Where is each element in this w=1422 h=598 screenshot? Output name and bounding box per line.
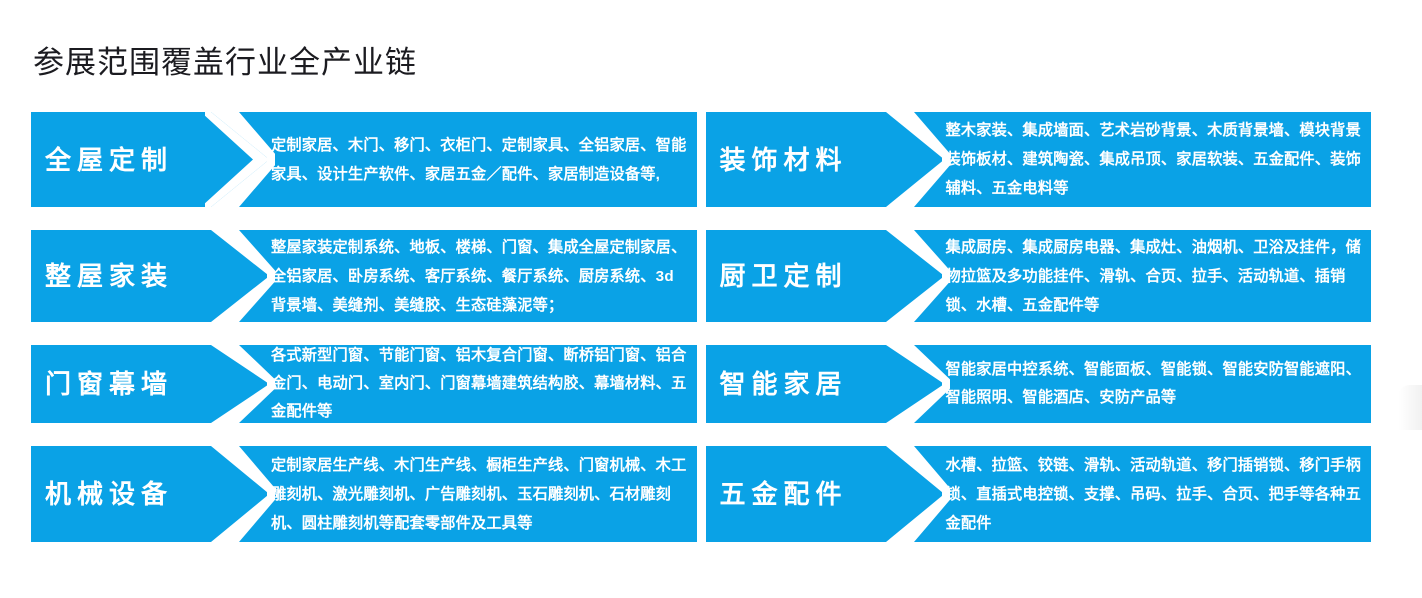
category-row: 全屋定制 定制家居、木门、移门、衣柜门、定制家具、全铝家居、智能家具、设计生产软… — [31, 112, 1371, 207]
category-label: 全屋定制 — [45, 144, 174, 175]
category-row: 机械设备 定制家居生产线、木门生产线、橱柜生产线、门窗机械、木工雕刻机、激光雕刻… — [31, 446, 1371, 542]
chevron-right-icon — [885, 345, 950, 423]
page-title: 参展范围覆盖行业全产业链 — [33, 44, 417, 80]
chevron-right-icon — [211, 345, 275, 423]
category-label: 厨卫定制 — [719, 261, 848, 291]
category-card-zhengwujiazhuang[interactable]: 整屋家装 整屋家装定制系统、地板、楼梯、门窗、集成全屋定制家居、全铝家居、卧房系… — [31, 230, 697, 322]
chevron-right-icon — [885, 112, 950, 207]
category-card-jixieshebei[interactable]: 机械设备 定制家居生产线、木门生产线、橱柜生产线、门窗机械、木工雕刻机、激光雕刻… — [31, 446, 697, 542]
page-edge-shadow — [1398, 385, 1422, 430]
category-card-quanwudingzhi[interactable]: 全屋定制 定制家居、木门、移门、衣柜门、定制家具、全铝家居、智能家具、设计生产软… — [31, 112, 697, 207]
category-items: 集成厨房、集成厨房电器、集成灶、油烟机、卫浴及挂件，储物拉篮及多功能挂件、滑轨、… — [945, 238, 1361, 314]
category-card-zhinengjiaju[interactable]: 智能家居 智能家居中控系统、智能面板、智能锁、智能安防智能遮阳、智能照明、智能酒… — [705, 345, 1371, 423]
category-card-wujinpeijian[interactable]: 五金配件 水槽、拉篮、铰链、滑轨、活动轨道、移门插销锁、移门手柄锁、直插式电控锁… — [705, 446, 1371, 542]
category-label: 机械设备 — [45, 479, 174, 509]
category-items: 整木家装、集成墙面、艺术岩砂背景、木质背景墙、模块背景装饰板材、建筑陶瓷、集成吊… — [945, 122, 1361, 197]
chevron-right-icon — [211, 230, 275, 322]
category-card-zhuangshicailiao[interactable]: 装饰材料 整木家装、集成墙面、艺术岩砂背景、木质背景墙、模块背景装饰板材、建筑陶… — [705, 112, 1371, 207]
chevron-right-icon — [885, 230, 950, 322]
category-board: 全屋定制 定制家居、木门、移门、衣柜门、定制家具、全铝家居、智能家具、设计生产软… — [31, 112, 1371, 542]
category-label: 整屋家装 — [45, 261, 174, 291]
category-label: 五金配件 — [719, 479, 848, 509]
category-items: 智能家居中控系统、智能面板、智能锁、智能安防智能遮阳、智能照明、智能酒店、安防产… — [945, 361, 1361, 406]
category-label: 装饰材料 — [719, 144, 848, 175]
chevron-right-icon — [205, 112, 275, 207]
category-row: 整屋家装 整屋家装定制系统、地板、楼梯、门窗、集成全屋定制家居、全铝家居、卧房系… — [31, 230, 1371, 322]
category-items: 整屋家装定制系统、地板、楼梯、门窗、集成全屋定制家居、全铝家居、卧房系统、客厅系… — [271, 238, 687, 314]
category-items: 定制家居生产线、木门生产线、橱柜生产线、门窗机械、木工雕刻机、激光雕刻机、广告雕… — [271, 456, 687, 532]
category-items: 水槽、拉篮、铰链、滑轨、活动轨道、移门插销锁、移门手柄锁、直插式电控锁、支撑、吊… — [945, 456, 1361, 532]
category-row: 门窗幕墙 各式新型门窗、节能门窗、铝木复合门窗、断桥铝门窗、铝合金门、电动门、室… — [31, 345, 1371, 423]
category-items: 定制家居、木门、移门、衣柜门、定制家具、全铝家居、智能家具、设计生产软件、家居五… — [271, 136, 687, 183]
category-card-chuweidingzhi[interactable]: 厨卫定制 集成厨房、集成厨房电器、集成灶、油烟机、卫浴及挂件，储物拉篮及多功能挂… — [705, 230, 1371, 322]
category-card-menchuangmuqiang[interactable]: 门窗幕墙 各式新型门窗、节能门窗、铝木复合门窗、断桥铝门窗、铝合金门、电动门、室… — [31, 345, 697, 423]
chevron-right-icon — [211, 446, 275, 542]
category-items: 各式新型门窗、节能门窗、铝木复合门窗、断桥铝门窗、铝合金门、电动门、室内门、门窗… — [271, 347, 687, 420]
category-label: 智能家居 — [719, 369, 848, 399]
chevron-right-icon — [885, 446, 950, 542]
category-label: 门窗幕墙 — [45, 369, 174, 399]
